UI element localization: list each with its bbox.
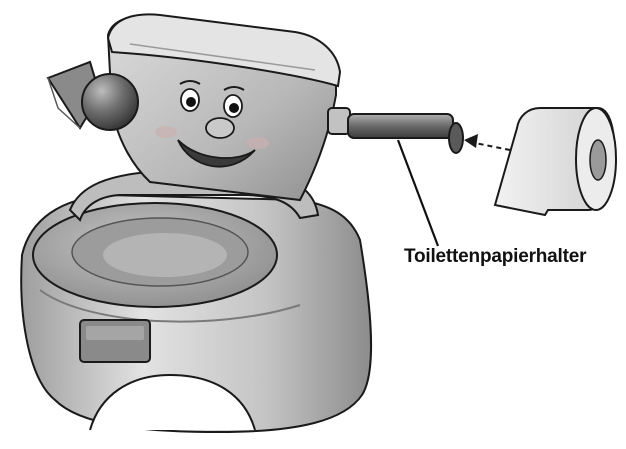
paper-holder <box>328 108 463 153</box>
toilet-paper-roll-icon <box>495 108 616 215</box>
callout-label: Toilettenpapierhalter <box>404 246 586 268</box>
potty-seat <box>33 203 277 307</box>
insert-arrow <box>464 134 510 150</box>
callout-leader <box>398 140 438 246</box>
